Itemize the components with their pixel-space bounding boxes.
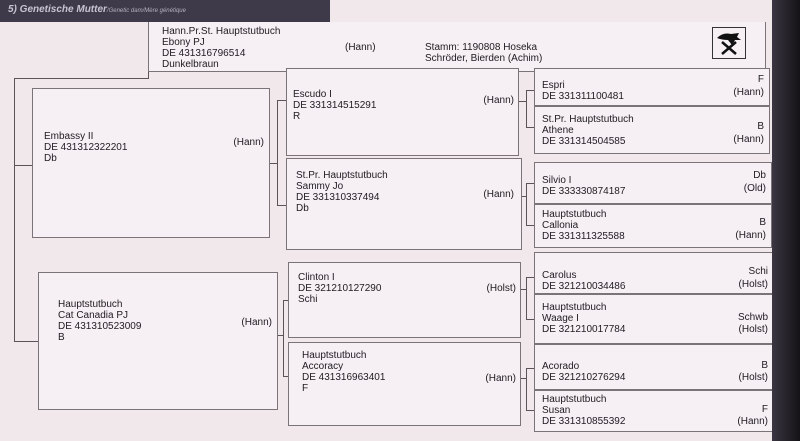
gen3-2-color: B <box>757 121 764 132</box>
gen3-7-color: B <box>761 360 768 371</box>
brand-logo <box>712 27 746 59</box>
gen2-box-2 <box>286 158 522 250</box>
gen2-1-color: R <box>293 111 301 122</box>
sire-name: Embassy II <box>44 131 94 142</box>
gen3-box-1 <box>534 68 770 106</box>
dam-name: Ebony PJ <box>162 37 205 48</box>
gen3-4-breed: (Hann) <box>735 230 766 241</box>
dam-dam-id: DE 431310523009 <box>58 321 142 332</box>
section-header: 5) Genetische Mutter/Genetic dam/Mère gé… <box>0 0 330 22</box>
gen2-3-name: Clinton I <box>298 272 335 283</box>
gen3-box-4 <box>534 204 772 248</box>
gen2-4-id: DE 431316963401 <box>302 372 386 383</box>
gen2-box-1 <box>286 68 519 156</box>
gen3-6-id: DE 321210017784 <box>542 324 626 335</box>
dam-box <box>148 22 766 72</box>
gen3-1-color: F <box>757 74 764 85</box>
gen3-8-studbook: Hauptstutbuch <box>542 394 607 405</box>
gen2-2-name: Sammy Jo <box>296 181 344 192</box>
gen3-3-color: Db <box>753 170 766 181</box>
gen3-8-id: DE 331310855392 <box>542 416 626 427</box>
gen2-4-color: F <box>302 383 309 394</box>
gen2-1-breed: (Hann) <box>483 95 514 106</box>
gen3-box-2 <box>534 106 770 154</box>
gen3-box-3 <box>534 162 772 204</box>
gen3-4-studbook: Hauptstutbuch <box>542 209 607 220</box>
gen3-3-id: DE 333330874187 <box>542 186 626 197</box>
gen2-2-breed: (Hann) <box>483 189 514 200</box>
gen3-box-7 <box>534 344 774 390</box>
gen3-8-color: F <box>761 404 768 415</box>
dam-dam-color: B <box>58 332 65 343</box>
gen2-box-3 <box>288 262 521 338</box>
dam-breeder: Schröder, Bierden (Achim) <box>425 53 543 64</box>
gen2-3-color: Schi <box>298 294 318 305</box>
gen3-4-id: DE 331311325588 <box>542 231 625 242</box>
gen2-box-4 <box>288 342 521 426</box>
gen2-2-id: DE 331310337494 <box>296 192 380 203</box>
gen3-box-6 <box>534 294 774 344</box>
gen3-6-breed: (Holst) <box>738 324 768 335</box>
gen2-2-color: Db <box>296 203 309 214</box>
gen3-6-studbook: Hauptstutbuch <box>542 302 607 313</box>
dam-dam-breed: (Hann) <box>241 317 272 328</box>
gen3-6-color: Schwb <box>737 312 768 323</box>
sire-id: DE 431312322201 <box>44 142 128 153</box>
gen3-6-name: Waage I <box>542 313 579 324</box>
gen2-3-breed: (Holst) <box>486 283 516 294</box>
gen3-3-name: Silvio I <box>542 175 572 186</box>
sire-breed: (Hann) <box>233 137 264 148</box>
dam-color: Dunkelbraun <box>162 59 219 70</box>
dam-breed: (Hann) <box>345 42 376 53</box>
gen2-3-id: DE 321210127290 <box>298 283 382 294</box>
gen3-8-breed: (Hann) <box>737 416 768 427</box>
gen3-1-id: DE 331311100481 <box>542 91 624 102</box>
dam-id: DE 431316796514 <box>162 48 246 59</box>
gen3-box-8 <box>534 390 774 432</box>
gen3-2-name: Athene <box>542 125 574 136</box>
gen3-7-name: Acorado <box>542 361 580 372</box>
book-spine <box>772 0 800 441</box>
gen3-2-breed: (Hann) <box>733 134 764 145</box>
gen3-4-name: Callonia <box>542 220 579 231</box>
gen3-5-id: DE 321210034486 <box>542 281 626 292</box>
gen3-4-color: B <box>759 217 766 228</box>
gen3-1-breed: (Hann) <box>733 87 764 98</box>
gen3-7-breed: (Holst) <box>738 372 768 383</box>
gen2-4-studbook: Hauptstutbuch <box>302 350 367 361</box>
gen3-8-name: Susan <box>542 405 571 416</box>
gen2-1-id: DE 331314515291 <box>293 100 377 111</box>
dam-stamm: Stamm: 1190808 Hoseka <box>425 42 538 53</box>
sire-box <box>32 88 270 238</box>
gen2-4-name: Accoracy <box>302 361 344 372</box>
section-title: 5) Genetische Mutter/Genetic dam/Mère gé… <box>8 4 186 15</box>
dam-dam-box <box>38 272 278 410</box>
sire-color: Db <box>44 153 57 164</box>
gen2-2-studbook: St.Pr. Hauptstutbuch <box>296 170 388 181</box>
gen3-1-name: Espri <box>542 80 565 91</box>
gen3-5-breed: (Holst) <box>738 279 768 290</box>
gen3-5-name: Carolus <box>542 270 577 281</box>
dam-dam-studbook: Hauptstutbuch <box>58 299 123 310</box>
gen3-5-color: Schi <box>748 266 768 277</box>
section-subtitle: /Genetic dam/Mère génétique <box>106 8 186 14</box>
gen3-3-breed: (Old) <box>743 183 766 194</box>
gen2-4-breed: (Hann) <box>485 373 516 384</box>
gen3-2-id: DE 331314504585 <box>542 136 626 147</box>
dam-title-line: Hann.Pr.St. Hauptstutbuch <box>162 26 281 37</box>
gen3-7-id: DE 321210276294 <box>542 372 626 383</box>
gen2-1-name: Escudo I <box>293 89 332 100</box>
dam-dam-name: Cat Canadia PJ <box>58 310 129 321</box>
gen3-2-studbook: St.Pr. Hauptstutbuch <box>542 114 634 125</box>
